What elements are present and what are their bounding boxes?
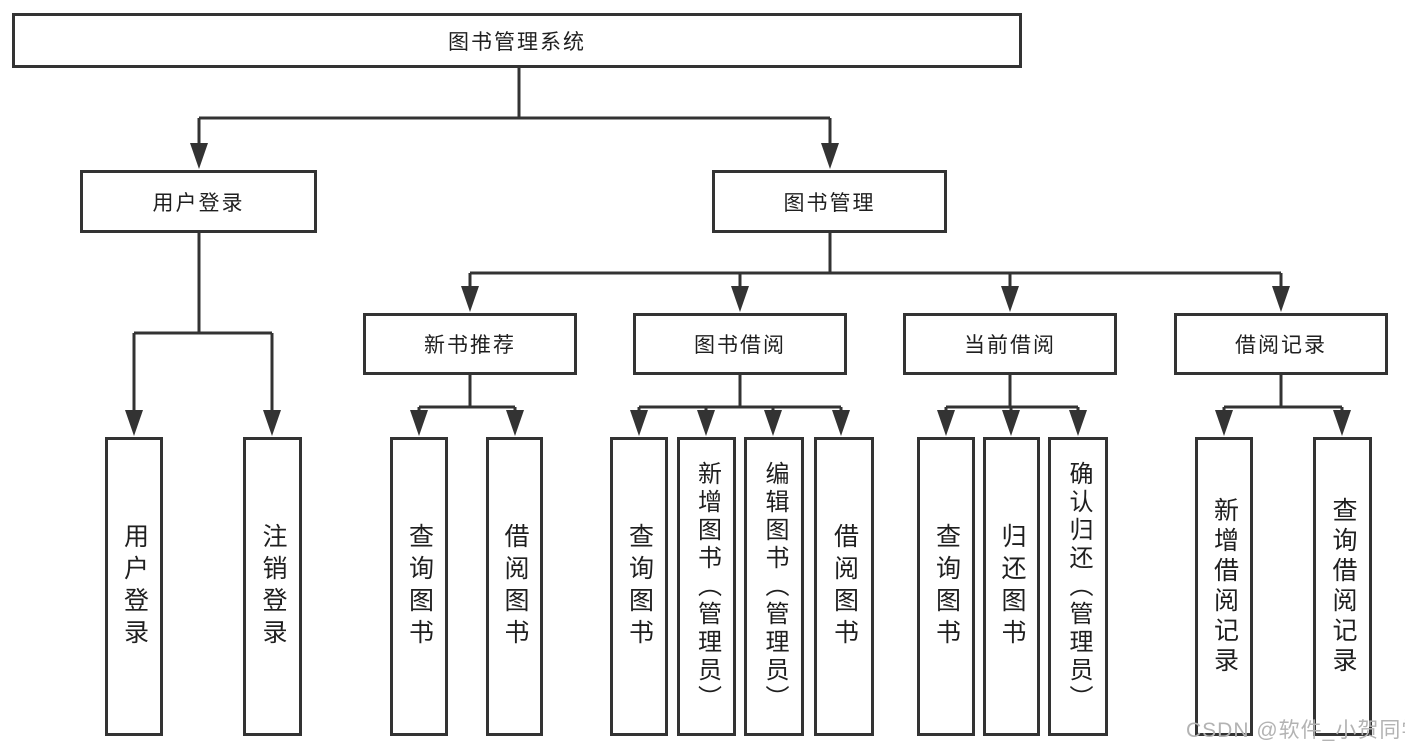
leaf-user-login-box: 用户登录 [105,437,163,736]
branch-user-login-label: 用户登录 [152,191,245,215]
leaf-records-add-box: 新增借阅记录 [1195,437,1253,736]
leaf-borrow-borrow-label: 借阅图书 [830,522,859,651]
leaf-records-query-box: 查询借阅记录 [1313,437,1372,736]
leaf-logout-label: 注销登录 [259,522,287,651]
node-new-book-recommendation-box: 新书推荐 [363,313,577,375]
branch-book-management-box: 图书管理 [712,170,947,233]
leaf-current-query-box: 查询图书 [917,437,975,736]
node-borrowing-records-label: 借阅记录 [1235,334,1327,357]
connector-borrow-records-to-leaves [1215,373,1351,436]
leaf-newbook-query-box: 查询图书 [390,437,448,736]
leaf-borrow-borrow-box: 借阅图书 [814,437,874,736]
node-book-borrowing-box: 图书借阅 [633,313,847,375]
leaf-newbook-borrow-box: 借阅图书 [486,437,543,736]
leaf-borrow-add-box: 新增图书（管理员） [677,437,736,736]
node-new-book-recommendation-label: 新书推荐 [424,334,516,357]
leaf-current-confirm-box: 确认归还（管理员） [1048,437,1108,736]
leaf-logout-box: 注销登录 [243,437,302,736]
connector-root-to-branches [190,66,839,169]
leaf-borrow-edit-label: 编辑图书（管理员） [761,460,788,713]
leaf-borrow-query-box: 查询图书 [610,437,668,736]
leaf-current-return-box: 归还图书 [983,437,1040,736]
leaf-newbook-borrow-label: 借阅图书 [501,522,529,651]
node-current-borrowing-label: 当前借阅 [964,334,1056,357]
connector-book-borrow-to-leaves [630,373,850,436]
node-book-borrowing-label: 图书借阅 [694,334,786,357]
branch-book-management-label: 图书管理 [783,191,876,215]
leaf-current-confirm-label: 确认归还（管理员） [1065,460,1092,713]
connector-new-book-to-leaves [410,373,524,436]
leaf-borrow-edit-box: 编辑图书（管理员） [744,437,804,736]
leaf-user-login-label: 用户登录 [120,522,149,651]
root-node-box: 图书管理系统 [12,13,1022,68]
node-current-borrowing-box: 当前借阅 [903,313,1117,375]
leaf-records-add-label: 新增借阅记录 [1210,496,1239,677]
watermark: CSDN @软件_小贺同学 [1186,719,1405,742]
leaf-borrow-add-label: 新增图书（管理员） [693,460,721,713]
leaf-current-query-label: 查询图书 [932,522,961,651]
connector-user-login-to-leaves [125,231,281,436]
branch-user-login-box: 用户登录 [80,170,317,233]
node-borrowing-records-box: 借阅记录 [1174,313,1388,375]
connector-book-management-to-nodes [461,230,1290,312]
leaf-borrow-query-label: 查询图书 [625,522,654,651]
root-node-label: 图书管理系统 [448,30,586,54]
leaf-newbook-query-label: 查询图书 [405,522,434,651]
leaf-records-query-label: 查询借阅记录 [1329,496,1357,677]
connector-current-borrow-to-leaves [937,373,1087,436]
leaf-current-return-label: 归还图书 [998,522,1026,651]
